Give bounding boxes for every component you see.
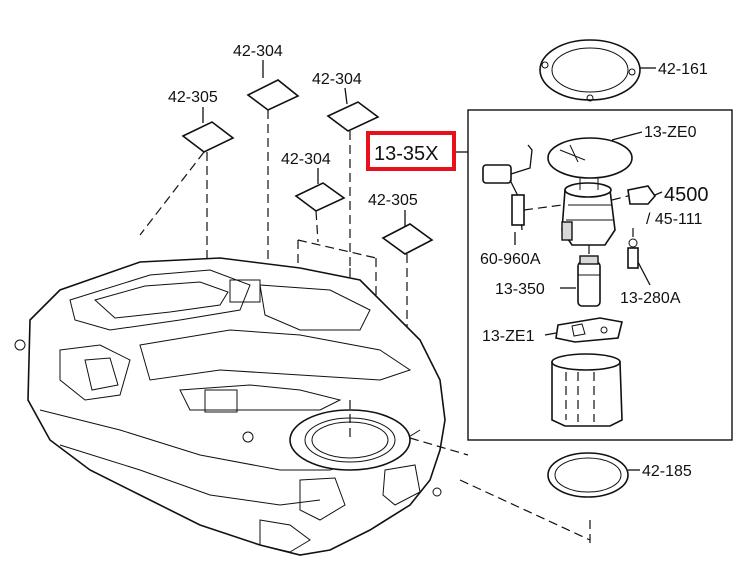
label-13-280a: 13-280A xyxy=(620,290,681,307)
label-4500: 4500 xyxy=(664,184,709,206)
lock-ring-42-161[interactable] xyxy=(539,39,641,102)
label-45-111: / 45-111 xyxy=(646,211,702,228)
connector-4500[interactable] xyxy=(627,185,657,205)
pad-42-305-upper-left[interactable] xyxy=(181,121,235,153)
pump-module[interactable] xyxy=(561,178,616,246)
highlight-box-13-35x xyxy=(366,131,456,171)
label-42-304-upper-right: 42-304 xyxy=(312,71,362,88)
pad-42-304-top[interactable] xyxy=(246,79,300,111)
regulator-13-280a[interactable] xyxy=(627,238,639,269)
label-42-161: 42-161 xyxy=(658,61,708,78)
label-42-305-right: 42-305 xyxy=(368,192,418,209)
label-60-960a: 60-960A xyxy=(480,251,541,268)
pump-bracket-13-ze1[interactable] xyxy=(555,317,623,343)
label-42-304-middle: 42-304 xyxy=(281,151,331,168)
fuel-pump-13-350[interactable] xyxy=(577,255,601,307)
label-13-350: 13-350 xyxy=(495,281,545,298)
sender-unit-60-960a[interactable] xyxy=(482,144,563,231)
pump-cover-13-ze0[interactable] xyxy=(547,137,633,179)
label-42-185: 42-185 xyxy=(642,463,692,480)
label-13-ze1: 13-ZE1 xyxy=(482,328,535,345)
pad-42-304-middle[interactable] xyxy=(294,182,346,212)
label-42-305-upper-left: 42-305 xyxy=(168,89,218,106)
label-13-35x[interactable]: 13-35X xyxy=(374,143,439,165)
exploded-view-frame xyxy=(467,109,733,441)
pad-42-304-upper-right[interactable] xyxy=(326,101,380,132)
pump-leader-lines xyxy=(349,400,591,548)
pad-42-305-right[interactable] xyxy=(381,223,434,255)
gasket-ring-42-185[interactable] xyxy=(547,452,629,498)
fuel-tank[interactable] xyxy=(14,257,446,556)
filter-cup[interactable] xyxy=(551,353,623,427)
label-13-ze0: 13-ZE0 xyxy=(644,124,697,141)
label-42-304-top: 42-304 xyxy=(233,43,283,60)
